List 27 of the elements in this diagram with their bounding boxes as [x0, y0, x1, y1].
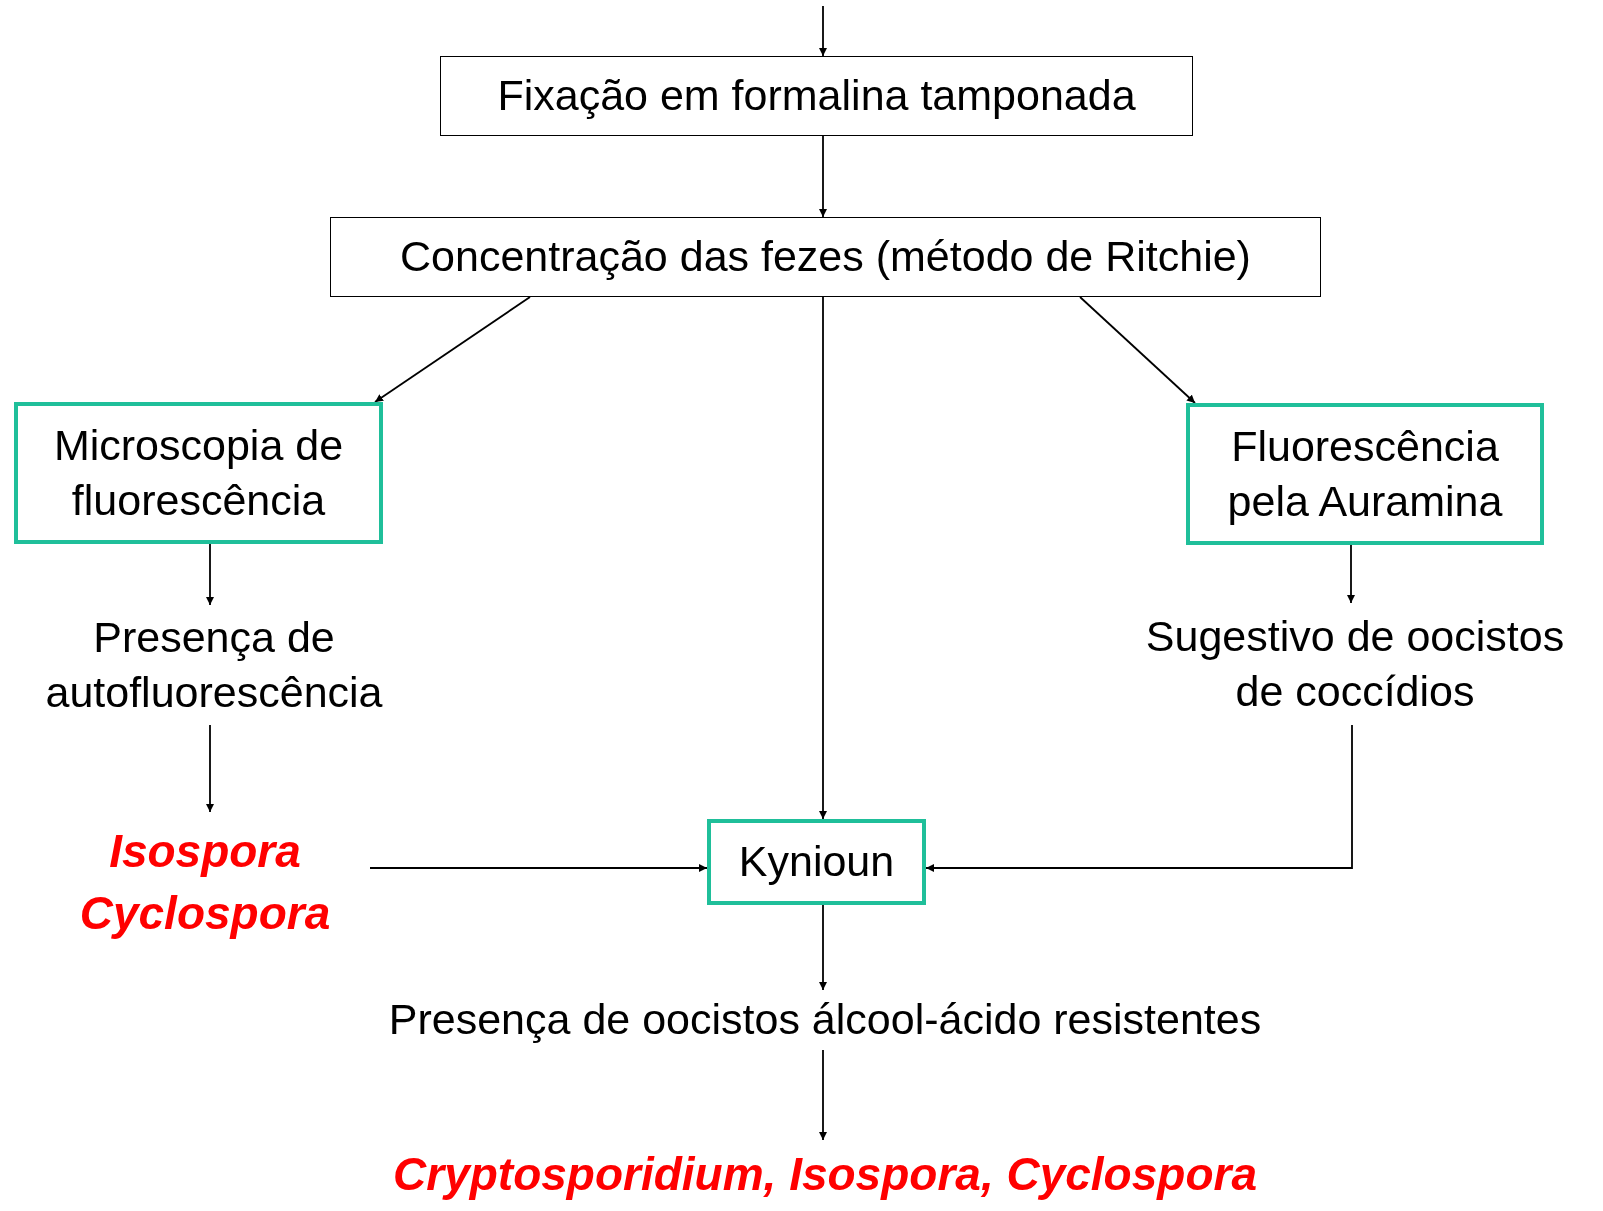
step-text: Presença de autofluorescência	[44, 611, 384, 718]
process-box	[330, 217, 1321, 297]
arrow	[819, 296, 827, 820]
arrow	[369, 864, 708, 872]
result-text: Cryptosporidium, Isospora, Cyclospora	[393, 1146, 1257, 1202]
arrow	[1079, 296, 1196, 404]
process-box	[1186, 403, 1544, 545]
arrow	[925, 724, 1353, 872]
step-text: Sugestivo de oocistos de coccídios	[1144, 610, 1566, 717]
arrow	[819, 135, 827, 218]
arrow	[1347, 544, 1355, 604]
box-label: Kynioun	[738, 836, 895, 888]
process-box	[707, 819, 926, 905]
box-label: Fixação em formalina tamponada	[497, 70, 1136, 122]
box-label: Fluorescência pela Auramina	[1226, 420, 1504, 527]
result-text: Isospora Cyclospora	[78, 823, 332, 941]
arrow	[374, 296, 531, 403]
process-box	[14, 402, 383, 544]
arrow	[819, 904, 827, 991]
box-label: Microscopia de fluorescência	[52, 419, 345, 526]
arrow	[206, 724, 214, 813]
arrow	[206, 543, 214, 606]
process-box	[440, 56, 1193, 136]
arrow	[819, 1049, 827, 1141]
box-label: Concentração das fezes (método de Ritchie)	[400, 231, 1251, 283]
arrow	[819, 5, 827, 57]
step-text: Presença de oocistos álcool-ácido resistentes	[388, 994, 1262, 1046]
